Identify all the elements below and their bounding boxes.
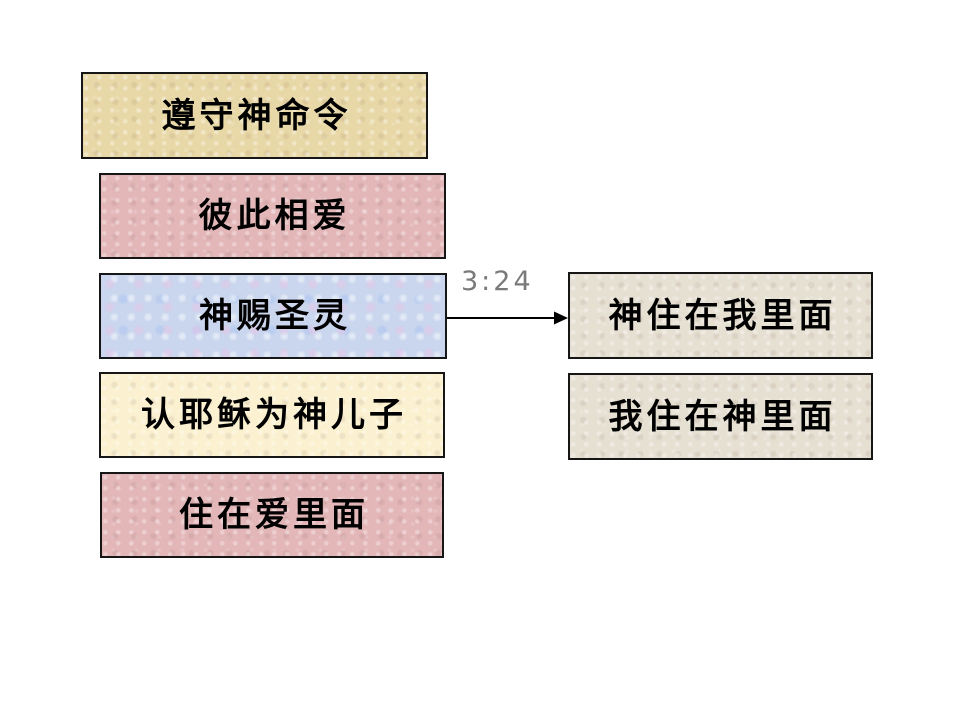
node-abide-in-love-label: 住在爱里面 — [179, 495, 369, 535]
node-god-abides-in-me: 神住在我里面 — [568, 272, 873, 359]
node-i-abide-in-god-label: 我住在神里面 — [608, 396, 837, 437]
node-god-gives-holy-spirit-label: 神赐圣灵 — [199, 296, 351, 336]
node-obey-gods-commands: 遵守神命令 — [81, 72, 428, 159]
node-i-abide-in-god: 我住在神里面 — [568, 373, 873, 460]
node-god-abides-in-me-label: 神住在我里面 — [608, 295, 837, 336]
node-obey-gods-commands-label: 遵守神命令 — [161, 95, 352, 136]
arrow-head-icon — [554, 311, 568, 325]
node-confess-jesus-as-gods-son-label: 认耶稣为神儿子 — [141, 395, 407, 435]
node-love-one-another-label: 彼此相爱 — [198, 196, 351, 236]
node-confess-jesus-as-gods-son: 认耶稣为神儿子 — [99, 372, 445, 458]
node-god-gives-holy-spirit: 神赐圣灵 — [99, 273, 447, 359]
node-abide-in-love: 住在爱里面 — [100, 472, 444, 558]
node-love-one-another: 彼此相爱 — [99, 173, 446, 259]
arrow-icon — [447, 311, 568, 325]
arrow-verse-label: 3:24 — [461, 266, 534, 297]
